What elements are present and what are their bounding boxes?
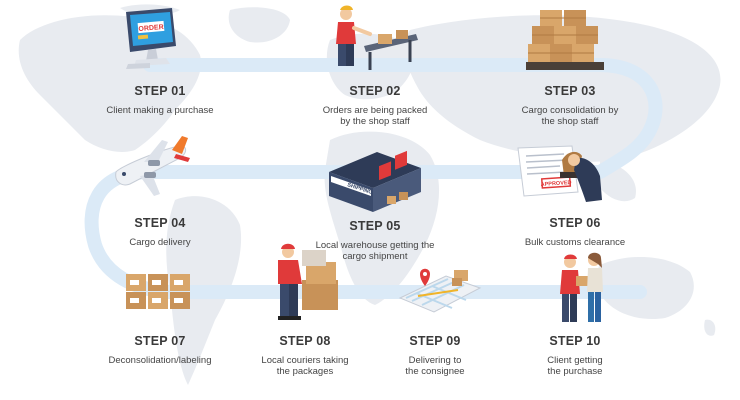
delivery-map-icon xyxy=(398,268,482,313)
box-pallet-icon xyxy=(526,10,604,70)
customs-stamp-icon: APPROVED xyxy=(517,145,602,202)
step-05: STEP 05 Local warehouse getting the carg… xyxy=(285,219,465,262)
step-09-desc: Delivering to the consignee xyxy=(405,355,465,377)
step-10-title: STEP 10 xyxy=(549,334,601,348)
computer-shopping-icon: ORDER xyxy=(126,8,176,69)
step-09-title: STEP 09 xyxy=(409,334,461,348)
step-06-title: STEP 06 xyxy=(549,216,601,230)
step-03-desc: Cargo consolidation by the shop staff xyxy=(521,105,619,127)
screen-order-label: ORDER xyxy=(138,24,164,33)
airplane-icon xyxy=(115,136,190,196)
step-03: STEP 03 Cargo consolidation by the shop … xyxy=(485,84,655,127)
stamp-label: APPROVED xyxy=(541,180,572,188)
step-08: STEP 08 Local couriers taking the packag… xyxy=(230,334,380,377)
step-10: STEP 10 Client getting the purchase xyxy=(505,334,645,377)
step-02: STEP 02 Orders are being packed by the s… xyxy=(290,84,460,127)
step-01: STEP 01 Client making a purchase xyxy=(80,84,240,116)
step-06: STEP 06 Bulk customs clearance xyxy=(490,216,660,248)
step-05-title: STEP 05 xyxy=(349,219,401,233)
step-03-title: STEP 03 xyxy=(544,84,596,98)
step-08-title: STEP 08 xyxy=(279,334,331,348)
step-09: STEP 09 Delivering to the consignee xyxy=(370,334,500,377)
labeled-boxes-icon xyxy=(126,274,190,309)
step-10-desc: Client getting the purchase xyxy=(547,355,603,377)
receiving-client-icon xyxy=(560,252,603,322)
packing-worker-icon xyxy=(336,5,418,70)
step-02-title: STEP 02 xyxy=(349,84,401,98)
step-04-title: STEP 04 xyxy=(134,216,186,230)
step-07: STEP 07 Deconsolidation/labeling xyxy=(85,334,235,366)
step-07-desc: Deconsolidation/labeling xyxy=(108,355,212,366)
step-06-desc: Bulk customs clearance xyxy=(524,237,626,248)
step-01-desc: Client making a purchase xyxy=(106,105,214,116)
step-01-title: STEP 01 xyxy=(134,84,186,98)
warehouse-icon: SHIPPING xyxy=(329,150,421,212)
courier-icon xyxy=(278,243,338,320)
step-08-desc: Local couriers taking the packages xyxy=(261,355,349,377)
step-04: STEP 04 Cargo delivery xyxy=(85,216,235,248)
step-02-desc: Orders are being packed by the shop staf… xyxy=(322,105,428,127)
step-04-desc: Cargo delivery xyxy=(129,237,191,248)
step-05-desc: Local warehouse getting the cargo shipme… xyxy=(315,240,435,262)
step-07-title: STEP 07 xyxy=(134,334,186,348)
